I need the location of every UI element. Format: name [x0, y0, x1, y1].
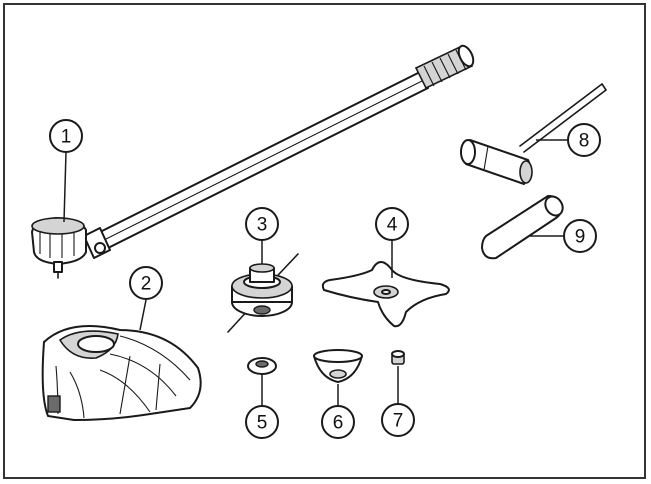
callout-6: 6: [321, 405, 355, 439]
callout-5: 5: [245, 405, 279, 439]
callout-5-label: 5: [257, 413, 268, 434]
callout-9-label: 9: [575, 227, 586, 248]
callout-1: 1: [49, 119, 83, 153]
callout-6-label: 6: [333, 413, 344, 434]
part-1-shaft-assembly: [31, 44, 475, 279]
callout-1-label: 1: [61, 127, 72, 148]
callout-8-label: 8: [579, 131, 590, 152]
part-6-cover-cup: [313, 349, 363, 406]
part-3-trimmer-head: [227, 240, 299, 333]
callout-9: 9: [563, 219, 597, 253]
part-2-guard: [41, 299, 202, 421]
callout-2-label: 2: [141, 274, 152, 295]
callout-2: 2: [129, 266, 163, 300]
part-4-blade: [321, 240, 450, 328]
part-7-nut: [391, 350, 405, 404]
part-5-washer: [247, 357, 277, 406]
callout-7-label: 7: [393, 411, 404, 432]
part-9-locking-rod: [481, 195, 564, 260]
callout-8: 8: [567, 123, 601, 157]
part-1-motor-head: [31, 217, 87, 279]
part-1-handle-grip: [414, 44, 475, 90]
part-8-socket-wrench: [460, 83, 607, 185]
callout-7: 7: [381, 403, 415, 437]
callout-4-label: 4: [387, 215, 398, 236]
callout-3-label: 3: [257, 215, 268, 236]
callout-4: 4: [375, 207, 409, 241]
callout-3: 3: [245, 207, 279, 241]
